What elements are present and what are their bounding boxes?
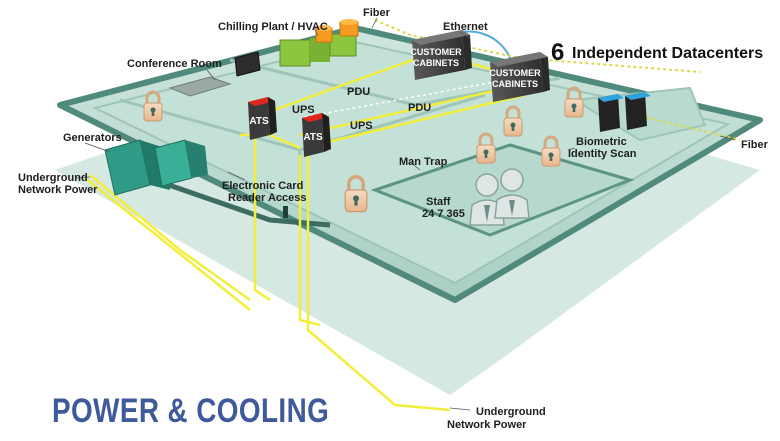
label-staff-2: 24 7 365 (422, 208, 465, 220)
monitor (234, 51, 261, 77)
cabinet-1-label-line2: CABINETS (413, 58, 459, 68)
ats-2-label: ATS (303, 132, 323, 143)
card-reader-marker (283, 206, 288, 218)
label-generators: Generators (63, 132, 122, 144)
chilling-plant (279, 19, 359, 67)
ats-1-label: ATS (249, 116, 269, 127)
leader-lines (76, 17, 736, 411)
label-underground-bottom-1: Underground (476, 406, 546, 418)
label-ups-2: UPS (350, 120, 373, 132)
label-chilling-plant: Chilling Plant / HVAC (218, 21, 328, 33)
generators (104, 139, 208, 196)
label-fiber-right: Fiber (741, 139, 769, 151)
label-electronic-2: Reader Access (228, 192, 306, 204)
label-electronic-1: Electronic Card (222, 180, 303, 192)
cabinet-1-label-line1: CUSTOMER (410, 47, 462, 57)
server-racks (598, 92, 651, 132)
label-conference-room: Conference Room (127, 58, 222, 70)
customer-cabinet-2: CUSTOMER CABINETS (489, 52, 550, 102)
label-ethernet: Ethernet (443, 21, 488, 33)
headline-text: Independent Datacenters (572, 45, 763, 62)
label-pdu-1: PDU (347, 86, 370, 98)
fiber-line-top (374, 19, 701, 73)
headline-number: 6 (551, 39, 564, 66)
ats-unit-2: ATS (302, 113, 331, 157)
fiber-line-right (639, 115, 741, 141)
label-underground-left-2: Network Power (18, 184, 98, 196)
cabinet-2-label-line2: CABINETS (492, 79, 538, 89)
ats-unit-1: ATS (248, 97, 277, 140)
wall-dark-front (139, 172, 331, 228)
label-pdu-2: PDU (408, 102, 431, 114)
label-ups-1: UPS (292, 104, 315, 116)
label-biometric-1: Biometric (576, 136, 627, 148)
customer-cabinet-1: CUSTOMER CABINETS (410, 30, 472, 80)
cabinet-2-label-line1: CUSTOMER (489, 68, 541, 78)
label-underground-bottom-2: Network Power (447, 419, 527, 431)
label-staff-1: Staff (426, 196, 451, 208)
page-title: POWER & COOLING (52, 392, 330, 430)
label-biometric-2: Identity Scan (568, 148, 637, 160)
power-lines (84, 48, 531, 412)
label-underground-left-1: Underground (18, 172, 88, 184)
staff-figures (469, 168, 530, 226)
staff-room (370, 143, 635, 237)
label-fiber-top: Fiber (363, 7, 391, 19)
conference-table (168, 76, 232, 97)
label-man-trap: Man Trap (399, 156, 448, 168)
pdu-line (304, 79, 506, 118)
